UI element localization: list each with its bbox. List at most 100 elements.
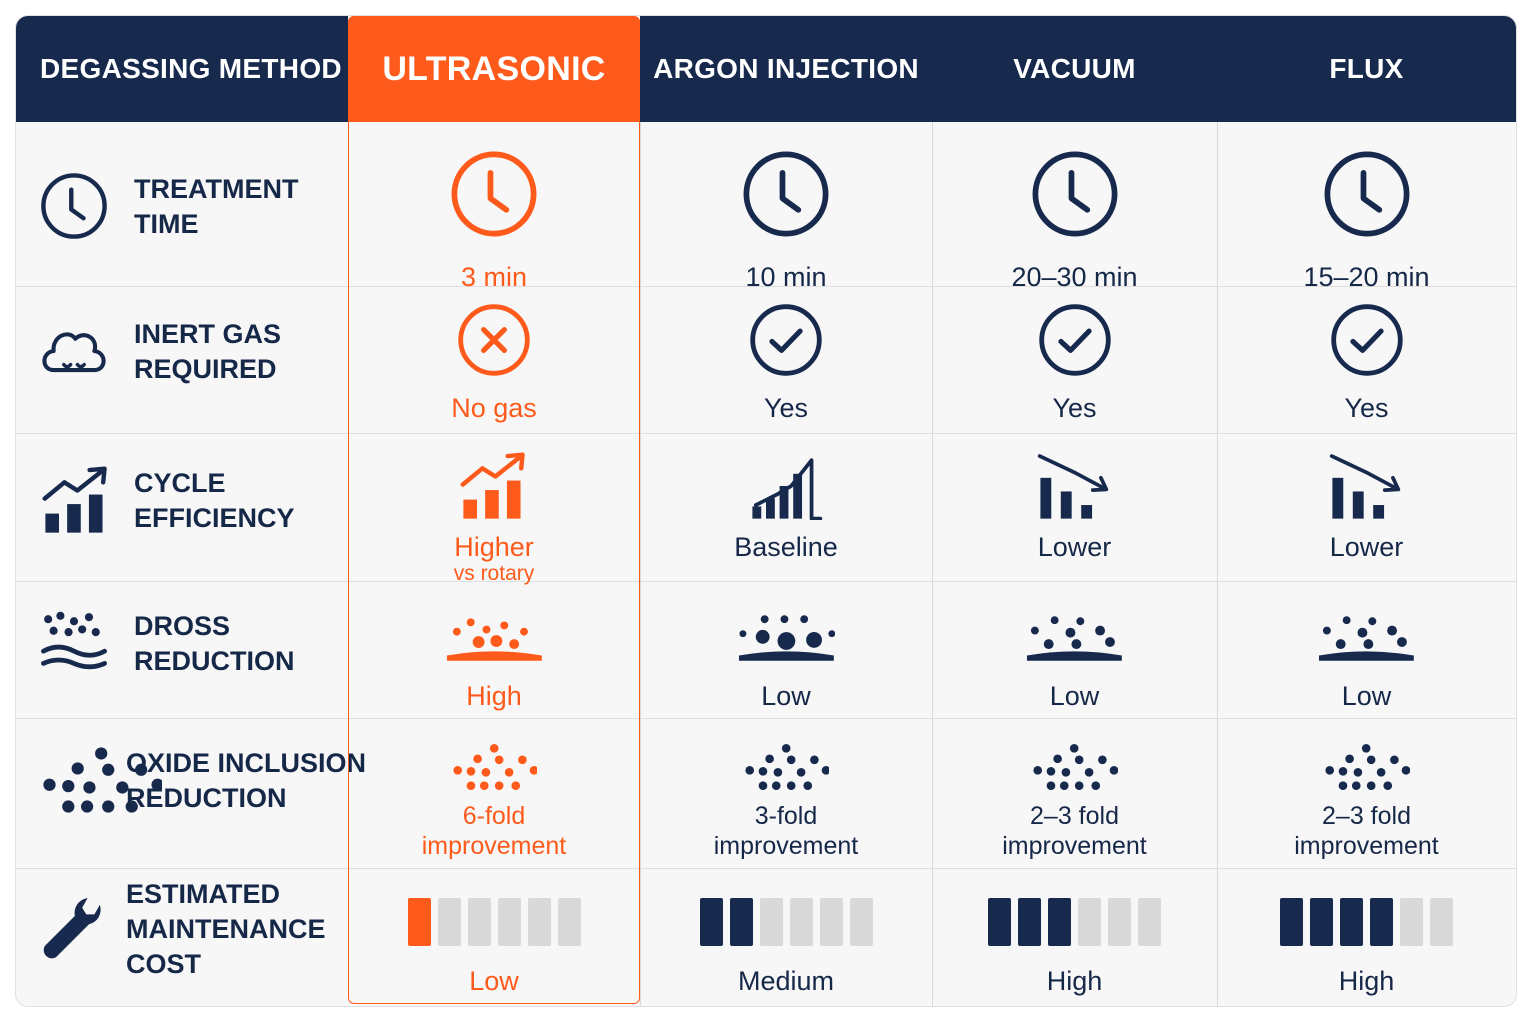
row-divider [16,433,1516,434]
dross-icon [41,611,107,670]
cost-bar-segment [1108,898,1131,946]
column-header-flux: FLUX [1217,16,1516,122]
column-header-vacuum: VACUUM [932,16,1217,122]
cell-value: Low [1049,681,1100,711]
cell-value: Yes [763,393,809,423]
row-label-line: TREATMENT [134,174,299,204]
dross-medium-icon [1027,616,1122,661]
cell-flux: 15–20 min [1217,150,1516,292]
cell-flux: Lower [1217,452,1516,562]
cell-flux: Low [1217,615,1516,711]
cell-vacuum: Low [932,615,1217,711]
cell-value: improvement [1294,832,1439,860]
particles-icon [745,743,830,791]
cost-bar-segment [699,898,723,946]
row-divider [16,868,1516,869]
cell-value: High [466,681,522,711]
trend-down-icon [1037,454,1109,519]
cost-bar-segment [1280,898,1303,946]
clock-icon [1032,151,1117,237]
cell-value: High [1338,966,1395,996]
cost-bar-segment [1138,898,1161,946]
trend-down-icon [1329,454,1401,519]
trend-up-icon [460,452,525,519]
cell-argon-injection: Medium [640,898,932,996]
cloud-icon [42,332,106,373]
cell-value: Low [761,681,811,711]
dross-light-icon [446,618,542,661]
cost-bar-segment [849,898,873,946]
row-label-line: CYCLE [134,468,226,498]
cell-ultrasonic: Low [348,898,640,996]
clock-icon [41,173,107,239]
cell-vacuum: High [932,898,1217,996]
cell-vacuum: 20–30 min [932,150,1217,292]
row-label-line: REDUCTION [134,646,295,676]
cell-argon-injection: Low [640,615,932,711]
row-label: OXIDE INCLUSION REDUCTION [126,746,366,816]
clock-icon [743,151,829,237]
cost-bar-segment [1340,898,1363,946]
dross-medium-icon [1319,616,1414,661]
cost-bar-segment [437,898,461,946]
cell-value: Medium [737,966,835,996]
cost-bars-icon [699,898,873,946]
row-divider [16,718,1516,719]
cell-value: 10 min [745,262,827,292]
cell-value: Yes [1052,393,1097,423]
cell-ultrasonic: High [348,615,640,711]
column-divider [932,122,933,1006]
cell-argon-injection: 10 min [640,150,932,292]
row-label: DROSS REDUCTION [134,609,295,679]
cell-value: 2–3 fold [1030,802,1119,830]
x-circle-icon [458,304,530,376]
cost-bar-segment [1078,898,1101,946]
row-label-line: DROSS [134,611,231,641]
row-label-line: INERT GAS [134,319,282,349]
cell-flux: Yes [1217,303,1516,423]
cell-vacuum: Yes [932,303,1217,423]
cell-value: Low [1341,681,1392,711]
cost-bar-segment [759,898,783,946]
check-circle-icon [750,304,822,376]
cell-value: improvement [1002,832,1147,860]
cell-argon-injection: Baseline [640,452,932,562]
column-divider [1217,122,1218,1006]
clock-icon [1324,151,1409,237]
column-header-argon-injection: ARGON INJECTION [640,16,932,122]
particles-icon [1325,743,1410,791]
cell-value: Lower [1037,532,1112,562]
cell-subvalue: vs rotary [453,562,535,585]
cell-value: 2–3 fold [1322,802,1411,830]
header-row-label: DEGASSING METHOD [16,16,348,122]
cost-bar-segment [819,898,843,946]
cost-bar-segment [1310,898,1333,946]
row-label-line: OXIDE INCLUSION [126,748,367,778]
row-divider [16,581,1516,582]
particles-icon [1033,743,1118,791]
cell-vacuum: Lower [932,452,1217,562]
cost-bar-segment [557,898,581,946]
cell-value: 20–30 min [1011,262,1138,292]
column-header-ultrasonic: ULTRASONIC [348,16,640,122]
check-circle-icon [1330,304,1403,376]
row-label-line: TIME [134,209,199,239]
cell-value: improvement [713,832,859,860]
column-divider [640,122,641,1006]
row-label-line: COST [126,948,202,979]
wrench-icon [43,898,101,959]
cell-value: Low [469,966,519,996]
cell-ultrasonic: No gas [348,303,640,423]
cell-value: 3-fold [754,802,818,830]
cost-bar-segment [527,898,551,946]
dross-heavy-icon [738,615,835,661]
cost-bar-segment [467,898,491,946]
cost-bar-segment [729,898,753,946]
row-label-line: REDUCTION [126,783,287,813]
cost-bar-segment [1018,898,1041,946]
